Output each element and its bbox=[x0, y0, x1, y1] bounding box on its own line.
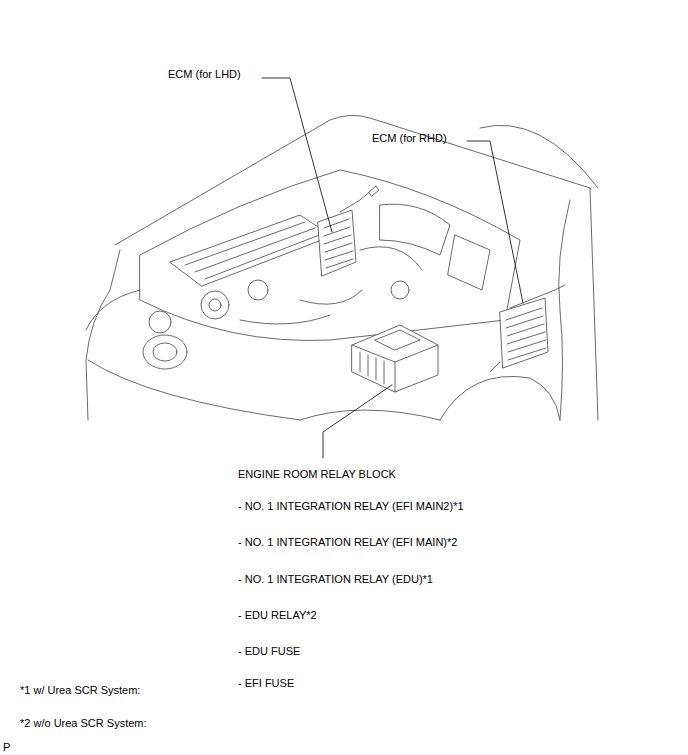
footnote: *1 w/ Urea SCR System: bbox=[20, 684, 140, 697]
component-item: - NO. 1 INTEGRATION RELAY (EFI MAIN)*2 bbox=[238, 536, 457, 549]
leader-line bbox=[262, 78, 332, 232]
leader-line bbox=[323, 385, 392, 458]
footnote: *2 w/o Urea SCR System: bbox=[20, 717, 147, 730]
page-mark: P bbox=[3, 741, 10, 754]
leader-line bbox=[467, 141, 523, 303]
component-item: - NO. 1 INTEGRATION RELAY (EFI MAIN2)*1 bbox=[238, 500, 464, 513]
part-label: ECM (for LHD) bbox=[168, 68, 241, 81]
component-item: - NO. 1 INTEGRATION RELAY (EDU)*1 bbox=[238, 573, 433, 586]
component-item: - EFI FUSE bbox=[238, 677, 294, 690]
part-label: ENGINE ROOM RELAY BLOCK bbox=[238, 468, 396, 481]
component-item: - EDU FUSE bbox=[238, 645, 300, 658]
component-item: - EDU RELAY*2 bbox=[238, 609, 317, 622]
part-label: ECM (for RHD) bbox=[372, 132, 447, 145]
